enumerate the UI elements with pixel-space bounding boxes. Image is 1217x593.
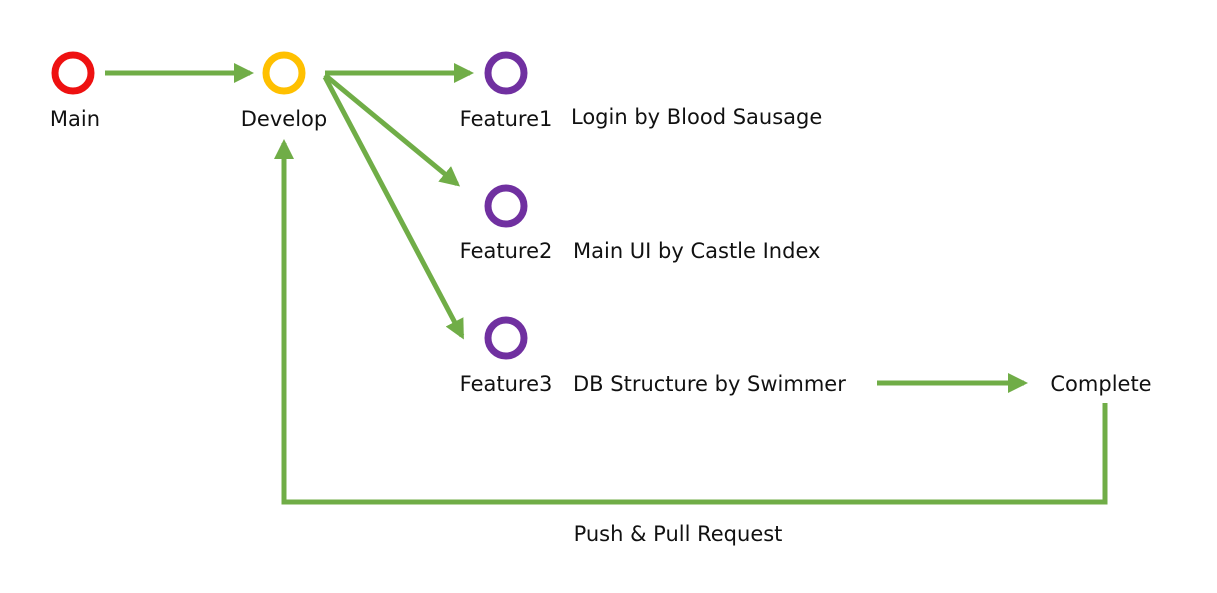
push-pull-request-label: Push & Pull Request	[574, 522, 783, 546]
main-label: Main	[50, 107, 100, 131]
feature3-description: DB Structure by Swimmer	[573, 372, 846, 396]
feature3-label: Feature3	[460, 372, 553, 396]
feature2-description: Main UI by Castle Index	[573, 239, 820, 263]
feature1-label: Feature1	[460, 107, 553, 131]
arrow-develop-to-feature2	[323, 73, 461, 187]
develop-label: Develop	[241, 107, 327, 131]
feature3-node-icon	[484, 316, 528, 360]
arrow-develop-to-feature3	[322, 75, 465, 340]
feature1-node-icon	[484, 51, 528, 95]
main-node-icon	[51, 51, 95, 95]
feature1-description: Login by Blood Sausage	[571, 105, 822, 129]
arrow-complete-to-develop	[274, 139, 1108, 505]
develop-node-icon	[262, 51, 306, 95]
feature2-label: Feature2	[460, 239, 553, 263]
feature2-node-icon	[484, 184, 528, 228]
complete-label: Complete	[1050, 372, 1151, 396]
